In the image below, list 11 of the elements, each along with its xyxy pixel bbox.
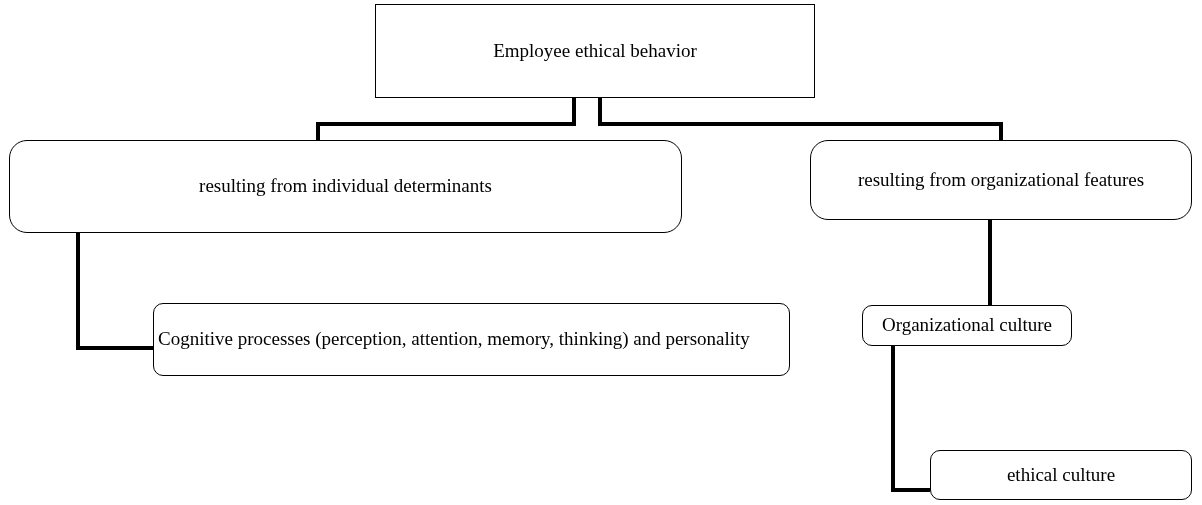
connector-line <box>891 346 930 492</box>
text-box: Organizational culture <box>862 305 1072 346</box>
connector-line <box>598 98 1003 140</box>
text-box: resulting from organizational features <box>810 140 1192 220</box>
connector-line <box>76 233 153 350</box>
text-box: ethical culture <box>930 450 1192 500</box>
text-box: Cognitive processes (perception, attention, memory, thinking) and personality <box>153 303 790 376</box>
text-box: Employee ethical behavior <box>375 4 815 98</box>
connector-line <box>316 98 576 140</box>
text-box: resulting from individual determinants <box>9 140 682 233</box>
connector-line <box>988 220 992 305</box>
